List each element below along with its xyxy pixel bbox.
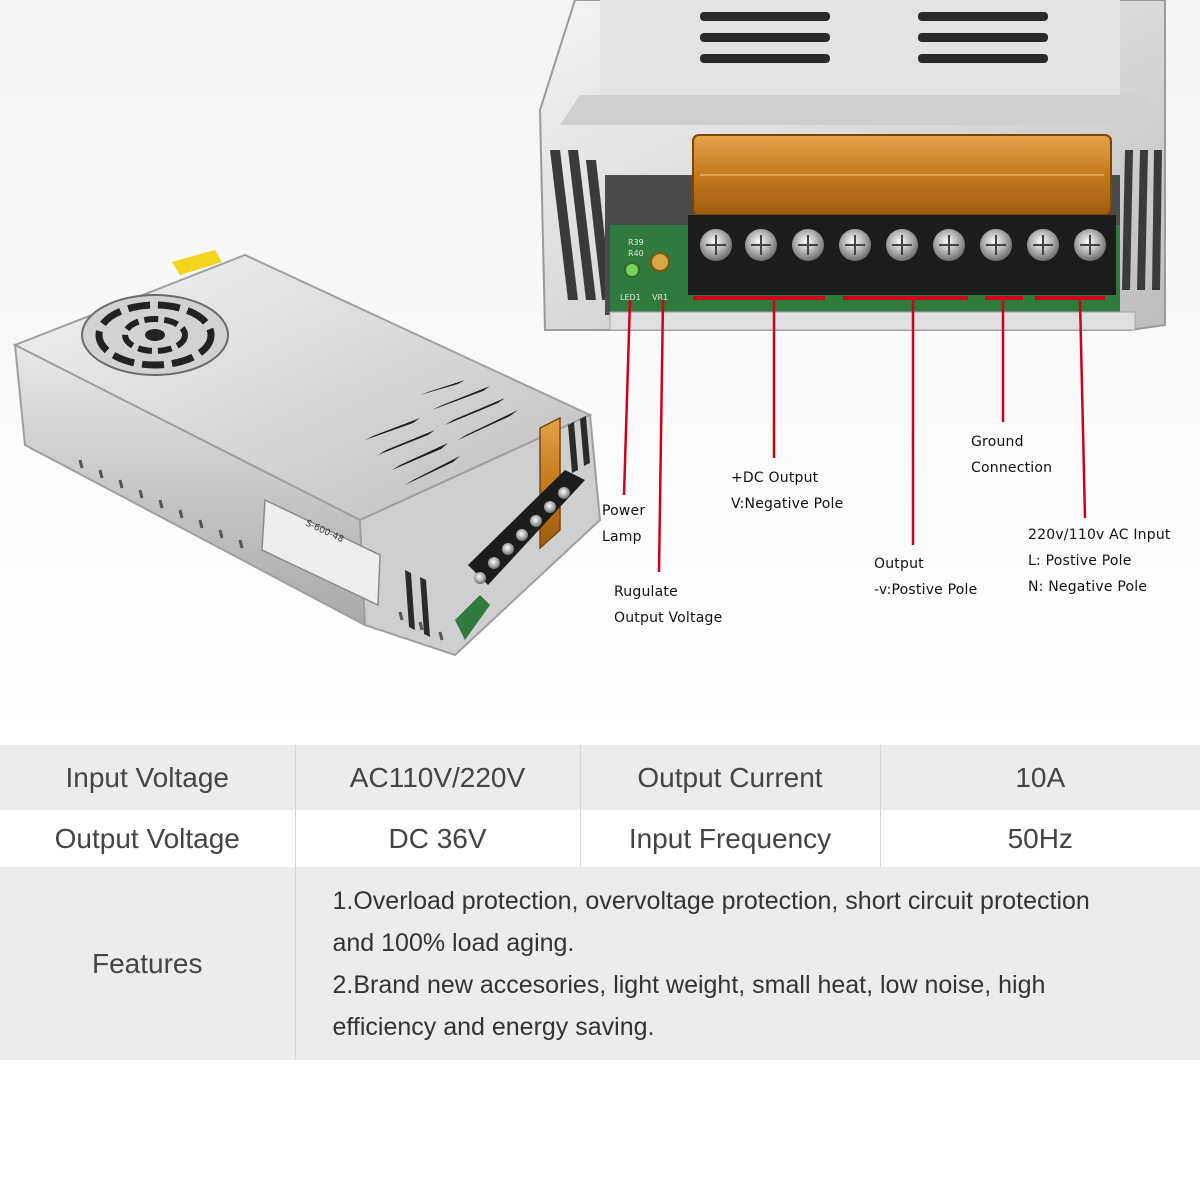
feature-line: 1.Overload protection, overvoltage prote… bbox=[332, 886, 1090, 915]
feature-line: efficiency and energy saving. bbox=[332, 1012, 655, 1041]
input-frequency-label: Input Frequency bbox=[579, 810, 880, 867]
pcb-ref-r40: R40 bbox=[628, 249, 644, 258]
ac-input-line-3: N: Negative Pole bbox=[1028, 579, 1148, 595]
power-led-icon bbox=[624, 262, 640, 278]
output-positive-line-2: -v:Postive Pole bbox=[874, 582, 978, 598]
output-current-label: Output Current bbox=[579, 745, 880, 810]
callout-lines bbox=[622, 299, 1087, 573]
input-frequency-value: 50Hz bbox=[879, 810, 1200, 867]
pcb-ref-r39: R39 bbox=[628, 238, 644, 247]
enclosure-full-view: S-600-48 bbox=[12, 250, 602, 657]
enclosure-closeup: R39 R40 LED1 VR1 bbox=[538, 0, 1166, 331]
regulate-line-1: Rugulate bbox=[614, 584, 678, 600]
terminal-screws bbox=[700, 229, 1106, 261]
ground-line-1: Ground bbox=[971, 434, 1024, 450]
output-voltage-value: DC 36V bbox=[294, 810, 580, 867]
spec-table: Input Voltage AC110V/220V Output Current… bbox=[0, 745, 1200, 1060]
power-lamp-line-2: Lamp bbox=[602, 529, 642, 545]
dc-output-line-1: +DC Output bbox=[731, 470, 819, 486]
features-label: Features bbox=[0, 867, 295, 1060]
output-positive-line-1: Output bbox=[874, 556, 924, 572]
product-photo-area: R39 R40 LED1 VR1 bbox=[0, 0, 1200, 745]
output-positive-label: Output -v:Postive Pole bbox=[874, 551, 977, 603]
pcb-ref-vr1: VR1 bbox=[652, 293, 668, 302]
output-current-value: 10A bbox=[879, 745, 1200, 810]
ground-label: Ground Connection bbox=[971, 429, 1052, 481]
regulate-voltage-label: Rugulate Output Voltage bbox=[614, 579, 722, 631]
power-lamp-line-1: Power bbox=[602, 503, 646, 519]
regulate-line-2: Output Voltage bbox=[614, 610, 723, 626]
input-voltage-value: AC110V/220V bbox=[294, 745, 580, 810]
features-text: 1.Overload protection, overvoltage prote… bbox=[294, 867, 1200, 1060]
spec-row-features: Features 1.Overload protection, overvolt… bbox=[0, 867, 1200, 1060]
ac-input-line-2: L: Postive Pole bbox=[1028, 553, 1132, 569]
spec-row-2: Output Voltage DC 36V Input Frequency 50… bbox=[0, 810, 1200, 867]
feature-line: 2.Brand new accesories, light weight, sm… bbox=[332, 970, 1046, 999]
ground-line-2: Connection bbox=[971, 460, 1053, 476]
power-supply-illustration: R39 R40 LED1 VR1 bbox=[12, 0, 1166, 657]
input-voltage-label: Input Voltage bbox=[0, 745, 295, 810]
pcb-ref-led1: LED1 bbox=[620, 293, 641, 302]
ac-input-line-1: 220v/110v AC Input bbox=[1028, 527, 1171, 543]
dc-output-label: +DC Output V:Negative Pole bbox=[731, 465, 843, 517]
feature-line: and 100% load aging. bbox=[332, 928, 575, 957]
potentiometer-icon bbox=[650, 252, 670, 272]
ac-input-label: 220v/110v AC Input L: Postive Pole N: Ne… bbox=[1028, 522, 1171, 600]
dc-output-line-2: V:Negative Pole bbox=[731, 496, 844, 512]
power-lamp-label: Power Lamp bbox=[602, 498, 645, 550]
spec-row-1: Input Voltage AC110V/220V Output Current… bbox=[0, 745, 1200, 810]
output-voltage-label: Output Voltage bbox=[0, 810, 295, 867]
